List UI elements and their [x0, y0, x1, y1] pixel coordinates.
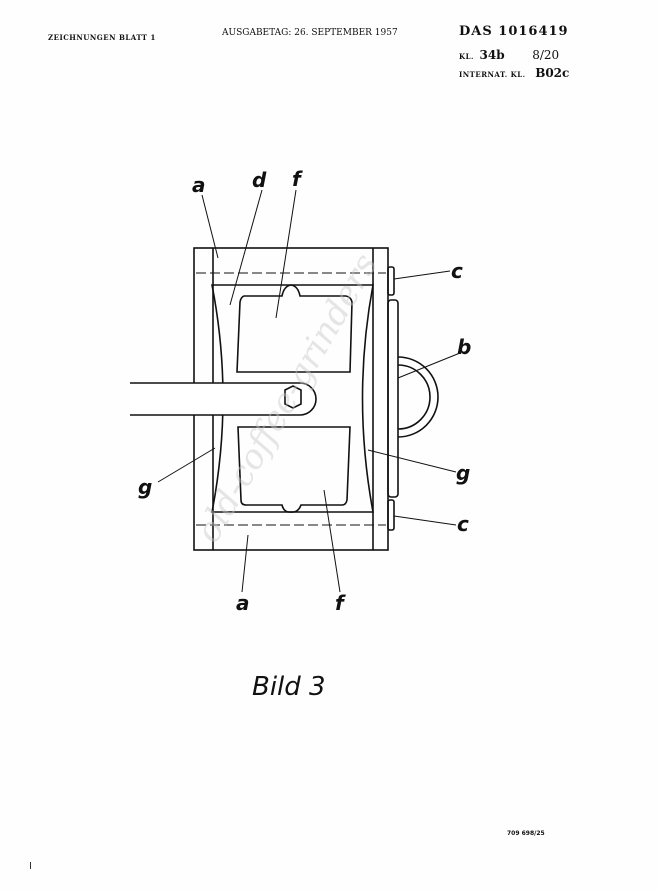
inner-plate-d [211, 284, 374, 513]
class-label: KL. [459, 52, 474, 61]
crank-arm [130, 382, 317, 416]
intl-class-row: INTERNAT. KL. B02c [459, 62, 569, 81]
clip-c-bottom [387, 499, 395, 531]
ring-b-outer [397, 356, 439, 438]
plate-b [387, 299, 399, 498]
label-f-top: f [292, 167, 303, 191]
clip-c-top [387, 266, 395, 296]
label-c-bottom: c [457, 512, 469, 536]
leader-lines [157, 189, 461, 593]
label-g-right: g [456, 461, 470, 485]
ring-b-inner [397, 364, 431, 430]
class-sub: 8/20 [532, 48, 560, 62]
intl-class-value: B02c [535, 66, 570, 80]
intl-class-label: INTERNAT. KL. [459, 70, 526, 79]
figure-caption: Bild 3 [252, 672, 326, 702]
label-d: d [252, 168, 267, 192]
label-g-left: g [138, 475, 152, 499]
label-c-top: c [451, 259, 463, 283]
label-a-top: a [192, 173, 206, 197]
class-row: KL. 34b 8/20 [459, 44, 559, 63]
patent-number: DAS 1016419 [459, 24, 569, 39]
label-b: b [457, 335, 471, 359]
sheet-label: ZEICHNUNGEN BLATT 1 [48, 33, 156, 42]
window-f-bottom [237, 426, 351, 513]
margin-mark [30, 862, 31, 869]
label-a-bottom: a [236, 591, 250, 615]
window-f-top [236, 284, 353, 373]
issue-date: AUSGABETAG: 26. SEPTEMBER 1957 [222, 28, 398, 38]
label-f-bottom: f [335, 591, 346, 615]
print-code: 709 698/25 [507, 830, 545, 837]
nut [284, 385, 302, 409]
class-value: 34b [479, 48, 505, 62]
